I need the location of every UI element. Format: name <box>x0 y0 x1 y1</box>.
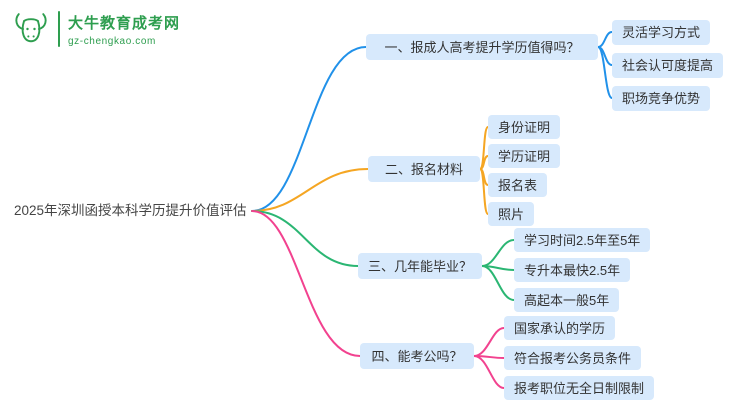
connector-branch3-leaf2 <box>481 265 515 271</box>
connector-branch1-leaf2 <box>597 46 613 66</box>
leaf-node-3-2[interactable]: 专升本最快2.5年 <box>514 258 631 282</box>
connector-branch3-leaf1 <box>481 239 515 267</box>
leaf-node-1-3[interactable]: 职场竞争优势 <box>612 86 711 111</box>
leaf-node-3-3[interactable]: 高起本一般5年 <box>514 288 620 312</box>
logo-divider <box>58 11 60 47</box>
connector-central-branch2 <box>251 168 369 212</box>
central-topic[interactable]: 2025年深圳函授本科学历提升价值评估 <box>14 203 247 218</box>
branch-node-4[interactable]: 四、能考公吗？ <box>360 343 474 369</box>
connector-central-branch4 <box>251 210 361 357</box>
connector-branch4-leaf3 <box>473 355 505 389</box>
connector-branch4-leaf1 <box>473 327 505 357</box>
connector-branch1-leaf1 <box>597 31 613 48</box>
branch-node-2[interactable]: 二、报名材料 <box>368 156 480 182</box>
branch-node-3[interactable]: 三、几年能毕业？ <box>358 253 482 279</box>
logo-subtitle: gz-chengkao.com <box>68 35 156 47</box>
connector-central-branch3 <box>251 210 359 267</box>
leaf-node-2-2[interactable]: 学历证明 <box>488 144 561 168</box>
leaf-node-3-1[interactable]: 学习时间2.5年至5年 <box>514 228 651 252</box>
connector-branch3-leaf3 <box>481 265 515 301</box>
logo[interactable]: 大牛教育成考网 gz-chengkao.com <box>10 8 180 50</box>
leaf-node-2-1[interactable]: 身份证明 <box>488 115 561 139</box>
bull-icon <box>15 13 47 43</box>
leaf-node-1-2[interactable]: 社会认可度提高 <box>612 53 724 78</box>
branch-node-1[interactable]: 一、报成人高考提升学历值得吗？ <box>366 34 598 60</box>
connector-branch1-leaf3 <box>597 46 613 99</box>
connector-branch2-leaf4 <box>479 168 489 215</box>
leaf-node-4-3[interactable]: 报考职位无全日制限制 <box>504 376 655 400</box>
leaf-node-2-3[interactable]: 报名表 <box>488 173 548 197</box>
connector-branch2-leaf3 <box>479 168 489 186</box>
connector-branch2-leaf1 <box>479 126 489 170</box>
connector-central-branch1 <box>251 46 367 212</box>
leaf-node-1-1[interactable]: 灵活学习方式 <box>612 20 711 45</box>
logo-title: 大牛教育成考网 <box>68 14 181 32</box>
leaf-node-2-4[interactable]: 照片 <box>488 202 535 226</box>
leaf-node-4-2[interactable]: 符合报考公务员条件 <box>504 346 642 370</box>
connector-branch4-leaf2 <box>473 355 505 359</box>
connector-branch2-leaf2 <box>479 155 489 170</box>
logo-text: 大牛教育成考网 gz-chengkao.com <box>68 12 180 47</box>
leaf-node-4-1[interactable]: 国家承认的学历 <box>504 316 616 340</box>
